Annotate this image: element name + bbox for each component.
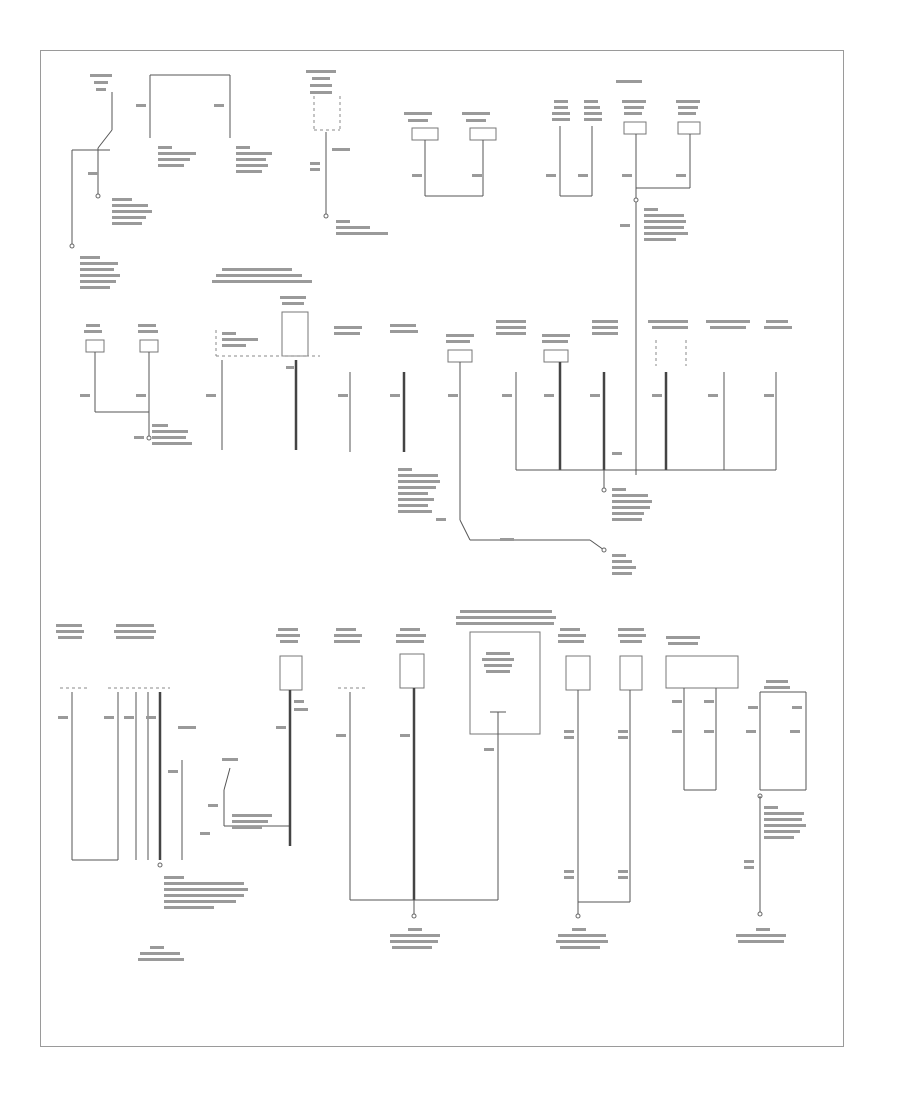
top-left-switch-group — [69, 74, 152, 289]
bottom-far-right-modules — [665, 636, 807, 943]
bottom-right-ground-group — [556, 628, 646, 949]
relay-block-top — [136, 74, 272, 173]
top-module-ground — [306, 70, 388, 235]
mid-left-module — [206, 268, 320, 450]
bottom-switch-and-module — [200, 628, 308, 846]
diagram-frame — [40, 50, 844, 1047]
mid-left-lamps — [80, 324, 192, 445]
lamp-group-right — [546, 80, 701, 475]
lamp-pair-left — [404, 112, 497, 197]
bottom-left-module-group — [56, 624, 248, 961]
mid-right-sensor-bus — [334, 320, 792, 575]
bottom-middle-ground-group — [334, 610, 556, 949]
